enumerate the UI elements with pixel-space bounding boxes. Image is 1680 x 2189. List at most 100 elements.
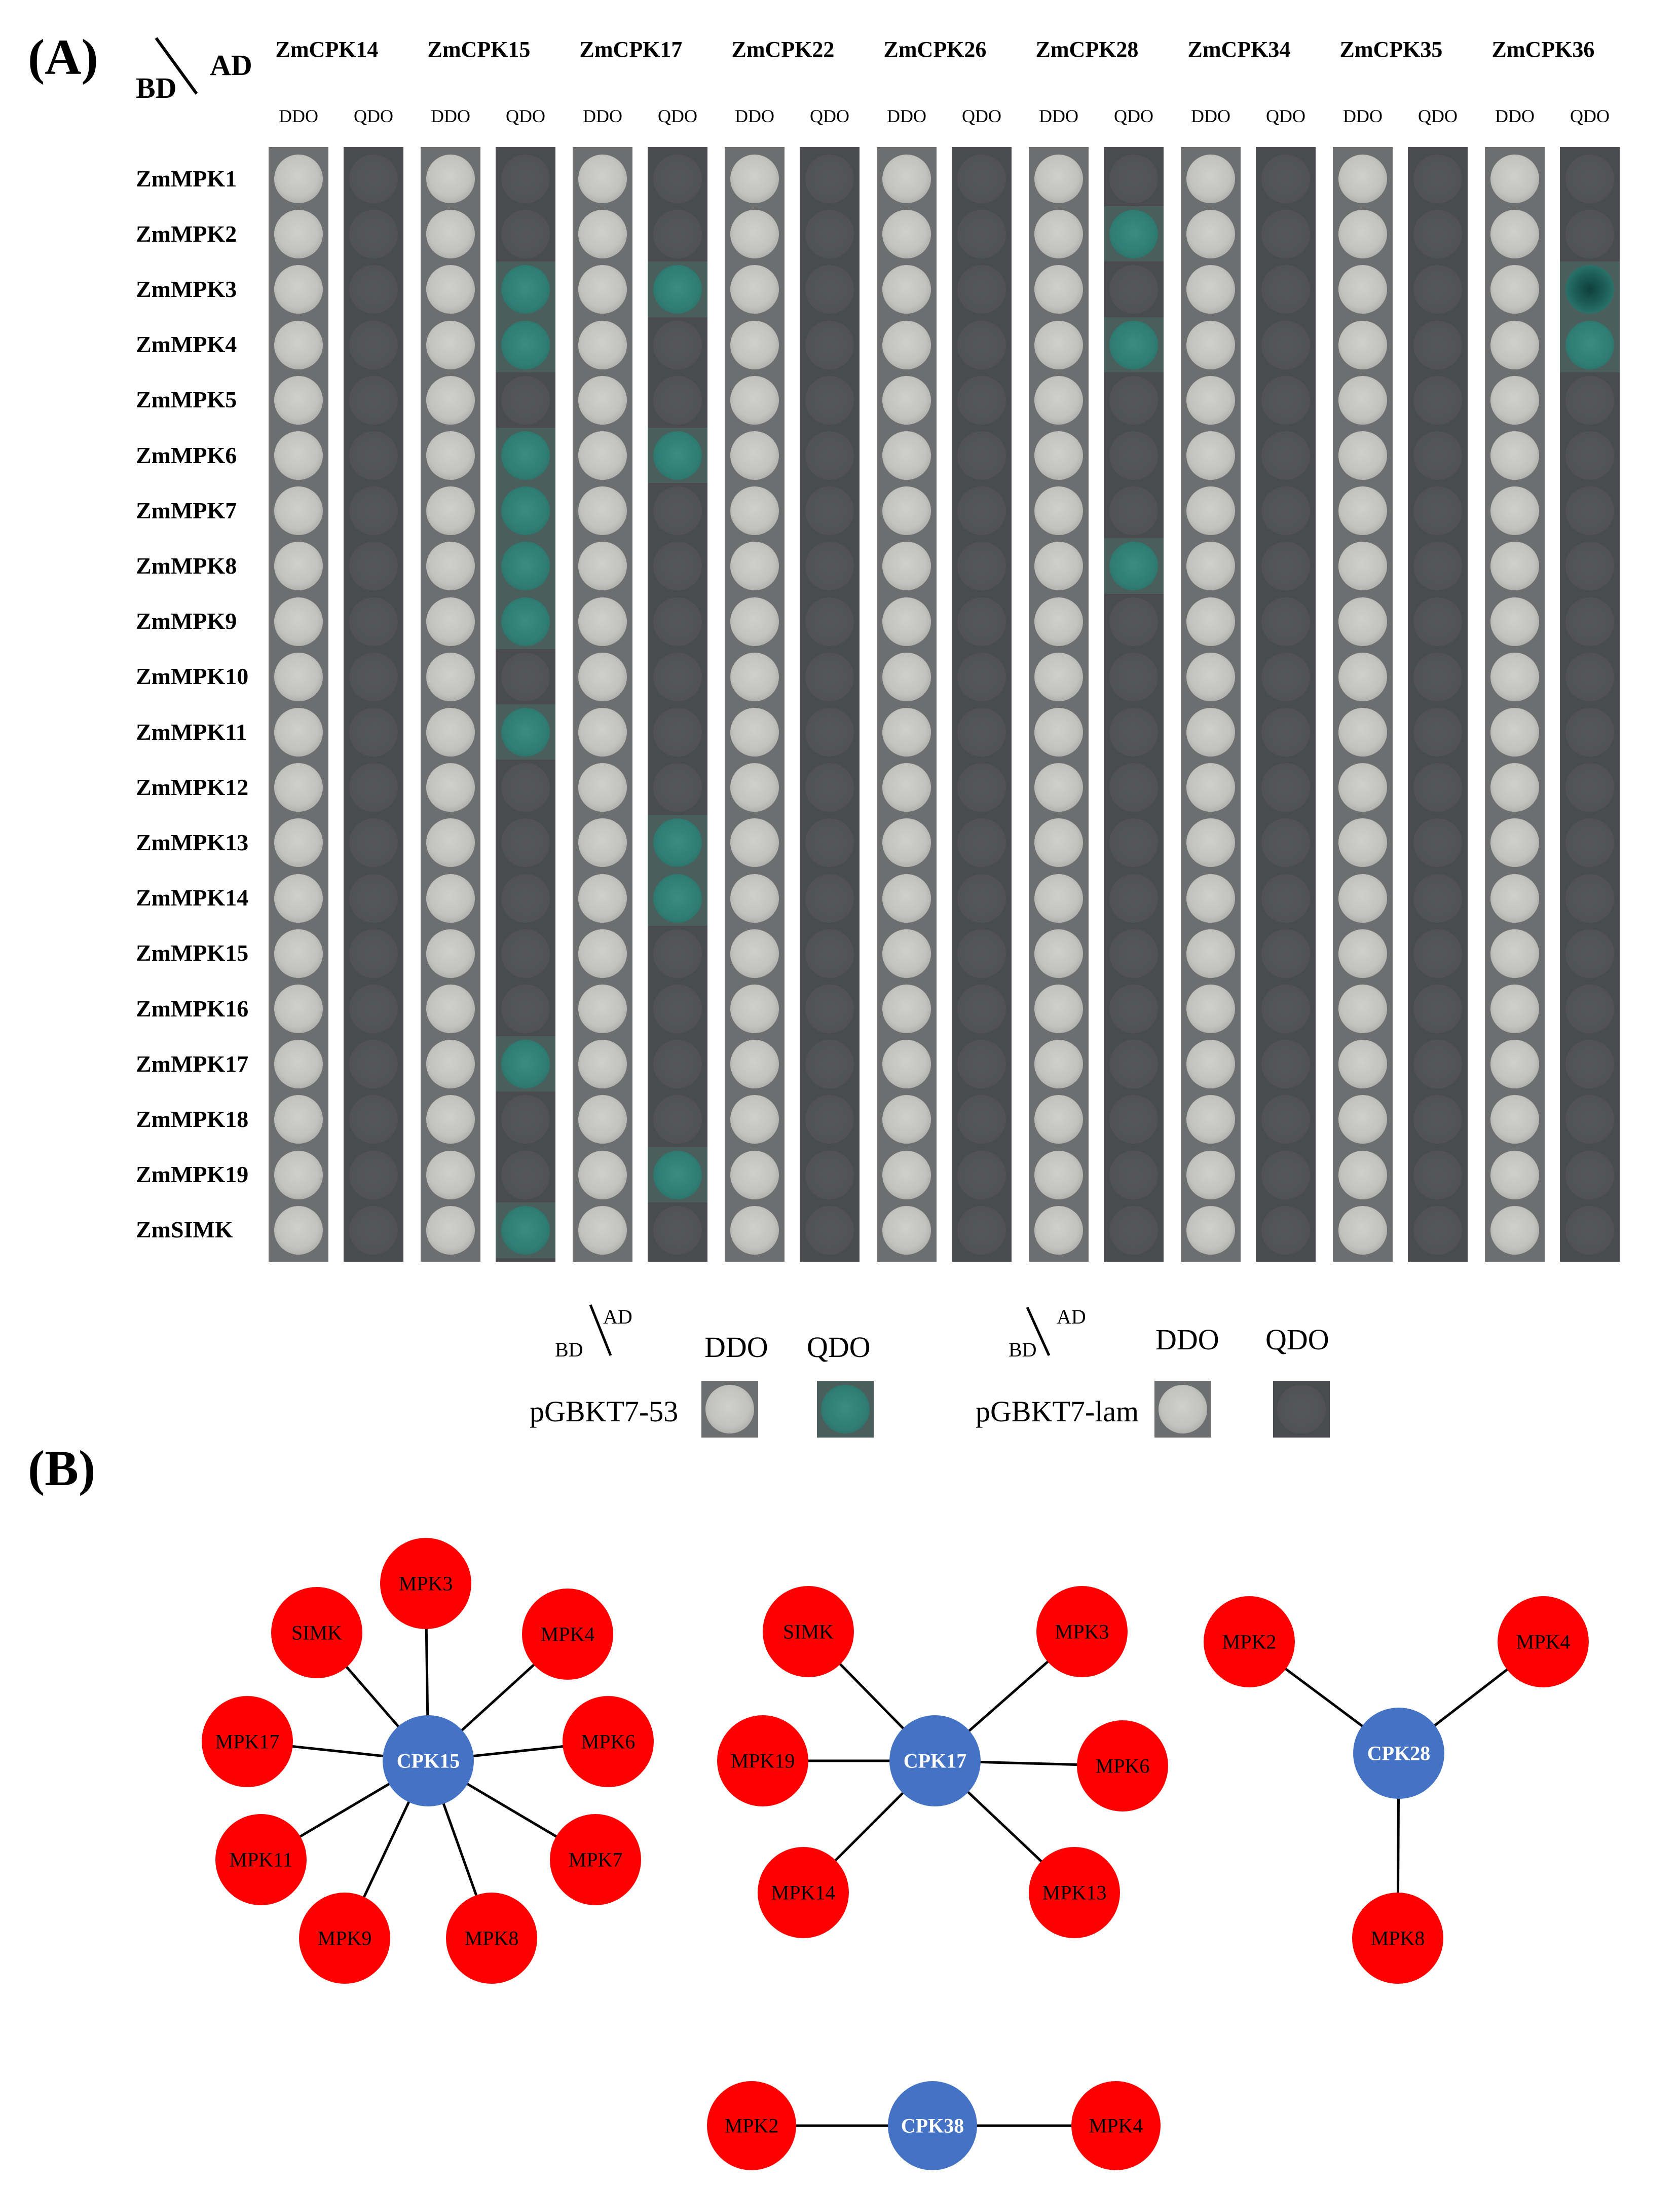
ddo-spot (421, 704, 480, 760)
column-header: ZmCPK36 (1491, 37, 1595, 62)
ddo-spot (421, 1036, 480, 1092)
ddo-spot (573, 372, 632, 428)
ddo-spot (1333, 483, 1393, 539)
yeast-colony (1490, 708, 1539, 757)
ddo-spot (725, 925, 785, 982)
qdo-spot (648, 151, 707, 207)
column-header: ZmCPK28 (1035, 37, 1139, 62)
qdo-spot (648, 760, 707, 816)
ddo-spot (1485, 981, 1545, 1037)
qdo-spot (800, 1202, 860, 1258)
partner-node (1352, 1893, 1443, 1984)
yeast-colony (1338, 763, 1387, 812)
yeast-colony (274, 1040, 323, 1089)
yeast-colony (501, 1095, 550, 1144)
partner-node (1204, 1596, 1295, 1687)
row-label: ZmMPK2 (136, 220, 237, 247)
qdo-spot (1104, 151, 1164, 207)
partner-node (1077, 1720, 1168, 1811)
yeast-colony (501, 929, 550, 978)
yeast-colony (1034, 597, 1083, 646)
yeast-colony (1565, 929, 1614, 978)
yeast-colony (730, 210, 779, 259)
ddo-spot (1485, 317, 1545, 373)
row-label: ZmMPK8 (136, 553, 237, 579)
qdo-spot (1408, 760, 1468, 816)
yeast-colony (882, 155, 931, 203)
yeast-colony (1565, 874, 1614, 923)
yeast-colony (1490, 597, 1539, 646)
ddo-spot (1333, 317, 1393, 373)
yeast-colony (882, 652, 931, 701)
yeast-colony (274, 652, 323, 701)
qdo-spot (344, 649, 403, 705)
yeast-colony (805, 597, 854, 646)
yeast-colony (426, 486, 475, 536)
qdo-spot (496, 206, 555, 262)
qdo-plate-strip (344, 147, 403, 1262)
yeast-colony (349, 375, 398, 425)
yeast-colony (957, 265, 1006, 314)
yeast-colony (349, 320, 398, 369)
qdo-spot (1408, 593, 1468, 650)
ddo-spot (1029, 317, 1089, 373)
ddo-spot (877, 1147, 937, 1203)
qdo-spot (952, 981, 1012, 1037)
qdo-spot (1560, 372, 1620, 428)
qdo-plate-strip (1104, 147, 1164, 1262)
yeast-colony (274, 155, 323, 203)
qdo-spot (1560, 815, 1620, 871)
partner-node-label: MPK4 (541, 1623, 595, 1646)
ddo-plate-strip (1181, 147, 1241, 1262)
yeast-colony (274, 431, 323, 480)
ddo-spot (725, 760, 785, 816)
qdo-spot (1256, 372, 1316, 428)
yeast-colony (578, 763, 627, 812)
yeast-colony (426, 320, 475, 369)
yeast-colony (1261, 431, 1310, 480)
yeast-colony (274, 1095, 323, 1144)
yeast-colony (805, 375, 854, 425)
ddo-spot (269, 815, 328, 871)
corner-bd: BD (136, 71, 177, 104)
qdo-spot (1256, 1202, 1316, 1258)
yeast-colony (1338, 486, 1387, 536)
qdo-spot (952, 483, 1012, 539)
yeast-colony (1261, 708, 1310, 757)
qdo-spot (1408, 428, 1468, 483)
yeast-colony (274, 818, 323, 867)
ddo-spot (725, 151, 785, 207)
qdo-spot (1560, 1036, 1620, 1092)
yeast-colony (349, 486, 398, 536)
yeast-colony (1034, 1150, 1083, 1199)
qdo-spot (1408, 1091, 1468, 1148)
legend-negative-bd: BD (1009, 1338, 1037, 1361)
yeast-colony (1338, 542, 1387, 591)
qdo-spot (800, 151, 860, 207)
ddo-spot (573, 428, 632, 483)
ddo-spot (1485, 372, 1545, 428)
qdo-header: QDO (1418, 106, 1458, 126)
yeast-colony (1490, 210, 1539, 259)
ddo-spot (421, 925, 480, 982)
yeast-colony (578, 597, 627, 646)
qdo-spot (1256, 1091, 1316, 1148)
yeast-colony (653, 597, 702, 646)
row-label: ZmMPK6 (136, 442, 237, 468)
yeast-colony (1490, 375, 1539, 425)
qdo-spot (344, 1147, 403, 1203)
partner-node-label: MPK17 (215, 1730, 280, 1753)
yeast-colony (730, 1205, 779, 1255)
yeast-colony (1034, 652, 1083, 701)
yeast-colony (882, 1150, 931, 1199)
qdo-spot (800, 649, 860, 705)
yeast-colony (426, 210, 475, 259)
legend-positive-qdo-cell (817, 1381, 874, 1438)
qdo-spot (952, 704, 1012, 760)
qdo-spot (1560, 206, 1620, 262)
yeast-colony (957, 486, 1006, 536)
qdo-spot (1104, 1036, 1164, 1092)
ddo-spot (269, 428, 328, 483)
yeast-colony (1565, 486, 1614, 536)
qdo-spot (952, 428, 1012, 483)
